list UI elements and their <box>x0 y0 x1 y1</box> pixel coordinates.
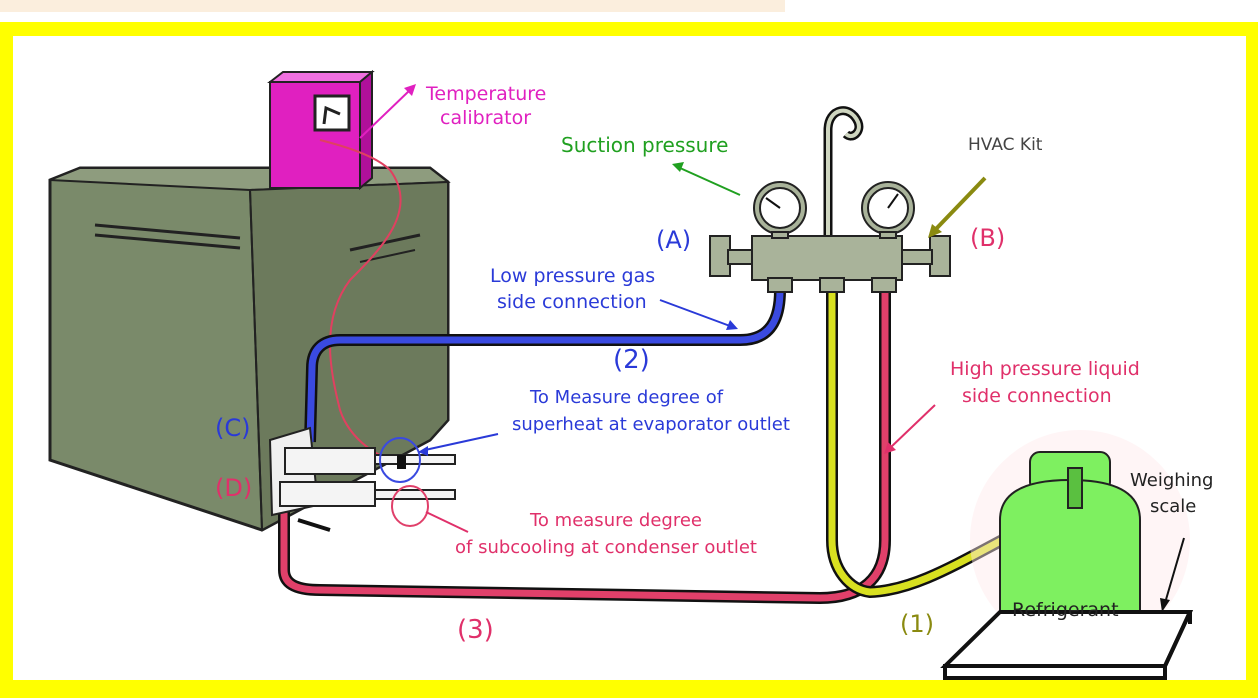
temperature-calibrator-label-1: Temperature <box>425 83 546 105</box>
low-pressure-label-1: Low pressure gas <box>490 265 655 287</box>
weighing-scale-label-1: Weighing <box>1130 470 1214 491</box>
temperature-calibrator-label-2: calibrator <box>440 107 531 129</box>
point-a-label: (A) <box>656 226 691 254</box>
thermocouple-wire <box>319 139 403 463</box>
superheat-label-2: superheat at evaporator outlet <box>512 414 790 435</box>
refrigerant-cylinder <box>970 430 1190 652</box>
labels: Temperature calibrator Suction pressure … <box>215 83 1214 645</box>
suction-pressure-label: Suction pressure <box>561 133 728 157</box>
hvac-kit-label: HVAC Kit <box>968 135 1043 155</box>
weighing-scale-label-2: scale <box>1150 496 1196 517</box>
service-valves <box>268 426 456 532</box>
high-pressure-label-2: side connection <box>962 385 1112 407</box>
low-pressure-label-2: side connection <box>497 291 647 313</box>
subcooling-label-2: of subcooling at condenser outlet <box>455 537 757 558</box>
hose-3-label: (3) <box>457 615 494 645</box>
hose-2-label: (2) <box>613 345 650 375</box>
subcooling-label-1: To measure degree <box>529 510 702 531</box>
hose-1-label: (1) <box>900 610 934 638</box>
point-d-label: (D) <box>215 474 252 502</box>
temperature-calibrator <box>267 69 375 191</box>
refrigerant-label: Refrigerant <box>1012 599 1119 621</box>
top-strip <box>0 0 785 12</box>
high-pressure-label-1: High pressure liquid <box>950 358 1140 380</box>
point-c-label: (C) <box>215 414 250 442</box>
point-b-label: (B) <box>970 224 1005 252</box>
pointer-arrows <box>359 84 1185 612</box>
manifold-gauge <box>709 106 951 293</box>
weighing-scale <box>940 610 1194 680</box>
superheat-label-1: To Measure degree of <box>529 387 724 408</box>
